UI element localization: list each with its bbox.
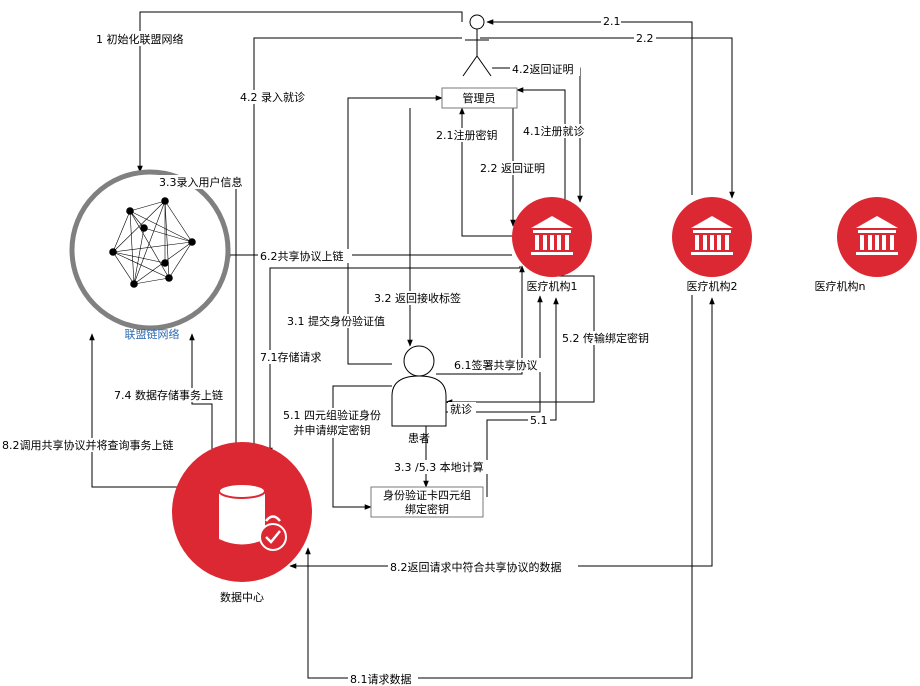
label-2-1-register: 2.1注册密钥 [436,128,498,142]
label-8-2-left: 8.2调用共享协议并将查询事务上链 [2,438,174,452]
label-7-4: 7.4 数据存储事务上链 [114,388,223,402]
hospital-1-label: 医疗机构1 [527,279,578,293]
label-4-1: 4.1注册就诊 [523,124,585,138]
admin-actor [463,15,491,76]
label-2-1-top: 2.1 [603,15,621,28]
idcard-label-line1: 身份验证卡四元组 [383,488,471,502]
label-5-1-line1: 5.1 四元组验证身份 [283,408,381,422]
label-4-2-return: 4.2返回证明 [512,63,574,76]
label-3-3: 3.3录入用户信息 [159,175,243,189]
edge-8-1 [308,295,692,678]
label-local-compute: 3.3 /5.3 本地计算 [394,460,484,474]
admin-label: 管理员 [463,91,496,105]
label-4-2-record: 4.2 录入就诊 [240,90,305,104]
label-3-2: 3.2 返回接收标签 [374,291,461,305]
data-center [172,442,312,582]
admin-head-icon [470,15,484,29]
patient-head-icon [404,346,434,376]
label-3-1: 3.1 提交身份验证值 [287,314,385,328]
blockchain-label: 联盟链网络 [125,327,180,341]
hospital-n [837,197,917,277]
label-6-1: 6.1签署共享协议 [454,358,538,372]
hospital-1 [512,197,592,277]
blockchain-ring [72,172,228,328]
label-visit: 就诊 [450,402,472,416]
label-5-1-right: 5.1 [530,414,548,427]
blockchain-network [72,172,228,328]
edge-labels: 1 初始化联盟网络 2.1 2.2 4.2返回证明 4.2 录入就诊 2.1注册… [0,14,658,686]
label-5-2: 5.2 传输绑定密钥 [562,331,649,345]
hospital-n-label: 医疗机构n [815,279,866,293]
edge-6-1 [436,266,522,374]
label-2-2-top: 2.2 [636,32,654,45]
edge-visit [446,296,540,412]
idcard-label-line2: 绑定密钥 [405,502,449,516]
label-5-1-line2: 并申请绑定密钥 [294,423,371,437]
edge-4-1 [517,90,565,202]
label-8-2-right: 8.2返回请求中符合共享协议的数据 [390,560,562,574]
label-2-2-return: 2.2 返回证明 [480,162,545,175]
hospital-2 [672,197,752,277]
patient-body-icon [392,376,446,426]
label-8-1: 8.1请求数据 [350,672,412,686]
patient-actor [392,346,446,426]
edge-8-2-left [92,334,178,487]
label-7-1: 7.1存储请求 [260,350,322,364]
label-init-network: 1 初始化联盟网络 [96,32,184,46]
data-center-label: 数据中心 [220,590,264,604]
patient-label: 患者 [408,432,430,445]
hospital-2-label: 医疗机构2 [687,279,738,293]
label-6-2: 6.2共享协议上链 [260,249,344,263]
